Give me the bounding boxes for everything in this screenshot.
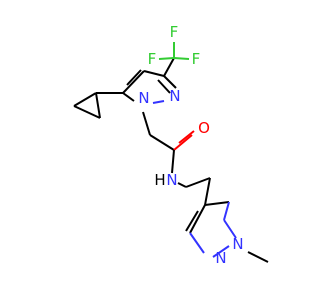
bond	[177, 182, 187, 188]
bond	[122, 70, 145, 94]
bond	[212, 245, 230, 258]
bond	[158, 57, 175, 60]
atom-label-nitrogen: N	[215, 249, 226, 267]
bond	[223, 201, 230, 221]
bond	[163, 57, 175, 77]
bond	[73, 92, 97, 107]
atom-label-fluorine: F	[148, 50, 157, 68]
trifluoromethyl-group	[158, 42, 190, 60]
atom-label-nitrogen: N	[166, 171, 177, 189]
bond	[173, 57, 190, 60]
atom-label-nitrogen: N	[169, 87, 180, 105]
bond	[157, 79, 171, 94]
cyclopropyl-ring	[73, 92, 123, 119]
atom-label-nitrogen: N	[232, 235, 243, 253]
bond	[95, 92, 101, 119]
atom-label-oxygen: O	[198, 119, 210, 137]
atom-label-nitrogen: N	[138, 89, 149, 107]
atom-label-hydrogen: H	[154, 171, 165, 189]
bond	[152, 100, 165, 104]
bond	[163, 75, 177, 89]
bond	[247, 251, 269, 263]
bond	[73, 105, 101, 119]
bond	[143, 70, 165, 77]
molecule-structure: F F F N N O N H N N	[73, 23, 269, 267]
bond	[122, 92, 135, 102]
atom-label-fluorine: F	[170, 23, 179, 41]
bond	[178, 130, 195, 144]
bond	[185, 177, 211, 188]
bond	[204, 201, 230, 206]
bond	[126, 69, 142, 86]
pyrazole-ring-2	[185, 177, 269, 263]
bond	[204, 177, 211, 206]
bond	[223, 219, 237, 239]
acetamide-linker	[142, 111, 211, 188]
atom-label-fluorine: F	[192, 50, 201, 68]
bond	[189, 232, 205, 254]
bond	[189, 204, 206, 234]
bond	[142, 111, 151, 136]
bond	[173, 134, 193, 151]
bond	[185, 210, 199, 232]
bond	[171, 149, 175, 174]
pyrazole-ring-1	[122, 57, 177, 104]
bond	[149, 134, 175, 151]
